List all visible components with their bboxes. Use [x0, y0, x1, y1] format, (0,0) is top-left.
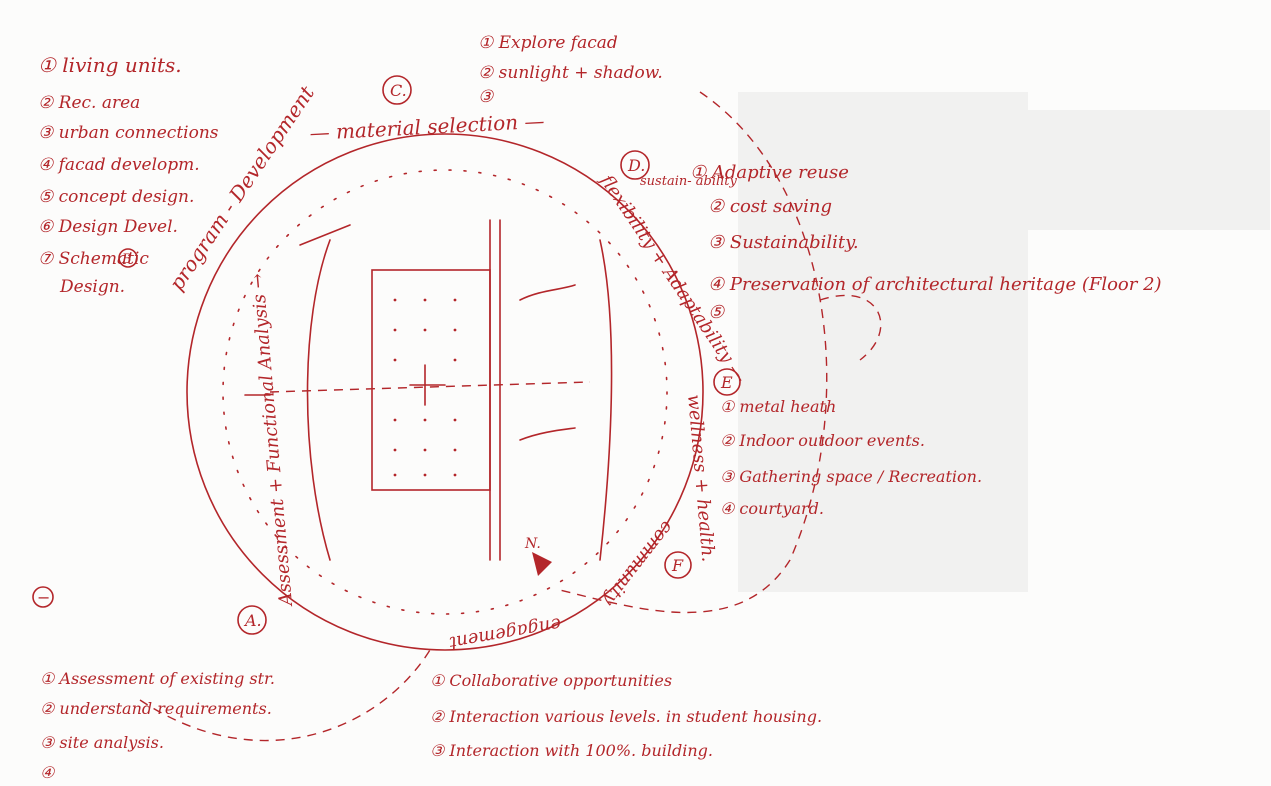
ring-material: — material selection —	[309, 109, 545, 145]
svg-text:① Adaptive reuse: ① Adaptive reuse	[690, 162, 849, 183]
svg-text:⑤: ⑤	[708, 302, 725, 323]
letter-f: F	[671, 556, 684, 575]
svg-text:① metal heath: ① metal heath	[720, 397, 836, 416]
svg-text:② cost saving: ② cost saving	[708, 196, 832, 217]
background-panel-2	[1020, 110, 1270, 230]
svg-text:③: ③	[478, 87, 494, 107]
left-arc	[308, 240, 331, 560]
letter-d: D.	[627, 156, 645, 175]
north-arrow-icon	[532, 552, 552, 576]
svg-text:② understand requirements.: ② understand requirements.	[40, 699, 272, 718]
center-axis	[270, 382, 590, 392]
svg-text:③ Interaction with 100%. build: ③ Interaction with 100%. building.	[430, 741, 713, 760]
ring-engagement: engagement	[447, 613, 563, 653]
svg-text:① Assessment of existing str.: ① Assessment of existing str.	[40, 669, 275, 688]
flow-arrows	[245, 225, 575, 440]
svg-text:③ urban connections: ③ urban connections	[38, 123, 219, 143]
minus-symbol: −	[37, 588, 50, 607]
svg-text:④: ④	[40, 763, 56, 782]
svg-text:② Indoor outdoor events.: ② Indoor outdoor events.	[720, 431, 925, 450]
svg-text:② sunlight + shadow.: ② sunlight + shadow.	[478, 63, 663, 83]
right-arc	[600, 240, 612, 560]
dashed-arc-left	[140, 650, 430, 741]
list-collaboration: ① Collaborative opportunities ② Interact…	[430, 671, 822, 760]
svg-text:④ Preservation of architectura: ④ Preservation of architectural heritage…	[708, 274, 1162, 295]
svg-text:② Rec. area: ② Rec. area	[38, 93, 140, 113]
svg-text:⑥ Design Devel.: ⑥ Design Devel.	[38, 217, 178, 237]
svg-text:Design.: Design.	[59, 277, 125, 297]
svg-text:① Collaborative opportunities: ① Collaborative opportunities	[430, 671, 672, 690]
svg-text:③ Gathering space / Recreation: ③ Gathering space / Recreation.	[720, 467, 982, 486]
svg-text:③ site analysis.: ③ site analysis.	[40, 733, 164, 752]
courtyard-block	[372, 270, 490, 490]
letter-e: E	[720, 373, 733, 392]
svg-text:③ Sustainability.: ③ Sustainability.	[708, 232, 859, 253]
svg-text:⑦ Schematic: ⑦ Schematic	[38, 249, 149, 269]
svg-text:④ courtyard.: ④ courtyard.	[720, 499, 824, 518]
letter-a: A.	[243, 611, 262, 630]
ring-assessment: Assessment + Functional Analysis →	[247, 272, 297, 608]
svg-text:② Interaction various levels.: ② Interaction various levels. in student…	[430, 707, 822, 726]
north-label: N.	[524, 536, 541, 552]
svg-text:④ facad developm.: ④ facad developm.	[38, 155, 200, 175]
letter-c: C.	[390, 81, 407, 100]
list-explore-facade: ① Explore facad ② sunlight + shadow. ③	[478, 33, 663, 107]
svg-text:⑤ concept design.: ⑤ concept design.	[38, 187, 194, 207]
svg-text:① Explore facad: ① Explore facad	[478, 33, 618, 53]
svg-text:① living units.: ① living units.	[38, 53, 182, 77]
list-assessment: ① Assessment of existing str. ② understa…	[40, 669, 275, 782]
